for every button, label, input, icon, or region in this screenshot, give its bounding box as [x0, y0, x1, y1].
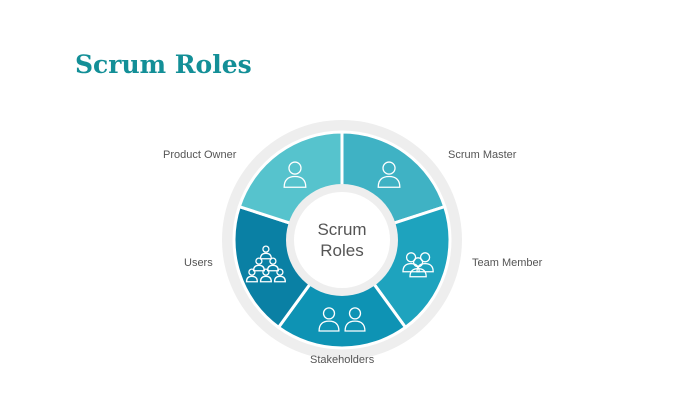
stakeholders-icon	[318, 307, 366, 332]
product-owner-icon	[283, 161, 307, 188]
label-product-owner: Product Owner	[163, 149, 237, 161]
page-title: Scrum Roles	[75, 50, 252, 79]
label-scrum-master: Scrum Master	[448, 149, 517, 161]
center-label-line: Roles	[320, 241, 363, 260]
users-hierarchy-icon	[245, 245, 286, 283]
label-stakeholders: Stakeholders	[310, 354, 375, 366]
label-users: Users	[184, 257, 213, 269]
label-team-member: Team Member	[472, 257, 543, 269]
center-label-line: Scrum	[317, 220, 366, 239]
scrum-master-icon	[377, 161, 401, 188]
team-icon	[402, 252, 434, 278]
center-circle	[294, 192, 390, 288]
